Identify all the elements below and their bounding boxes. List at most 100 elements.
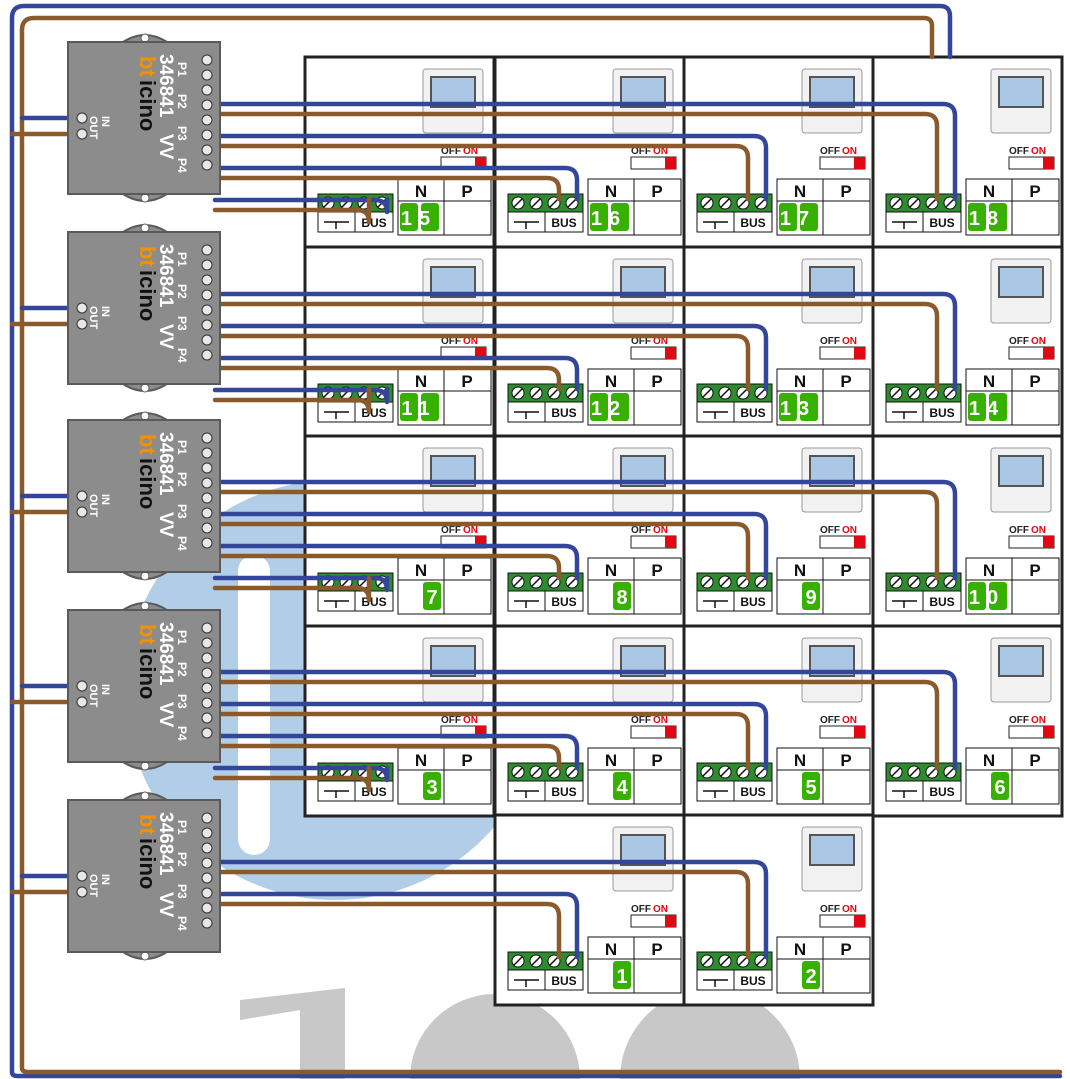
out-label: OUT	[87, 306, 99, 330]
terminal-slot	[909, 198, 919, 208]
port-label: P2	[175, 284, 189, 299]
bus-wire-blue	[212, 859, 769, 960]
terminal-slot	[702, 388, 712, 398]
port-screw	[201, 712, 213, 724]
switch-knob	[854, 347, 865, 359]
port-screw	[201, 682, 213, 694]
p-label: P	[840, 182, 851, 201]
mount-hole	[140, 761, 150, 771]
module-body	[67, 419, 221, 573]
bus-wire-brown	[212, 765, 372, 793]
p-label: P	[1029, 372, 1040, 391]
bus-label: BUS	[740, 406, 765, 420]
terminal-slot	[531, 388, 541, 398]
terminal-slot	[720, 388, 730, 398]
p-label: P	[651, 940, 662, 959]
in-out-screw	[76, 886, 88, 898]
terminal-slot	[567, 198, 577, 208]
switch-off-label: OFF	[631, 715, 651, 726]
port-label: P4	[175, 726, 189, 741]
in-label: IN	[99, 116, 111, 127]
bus-wire-blue	[212, 511, 769, 581]
n-label: N	[983, 751, 995, 770]
bus-label: BUS	[740, 595, 765, 609]
vv-label: VV	[155, 134, 176, 160]
unit-number: 5	[805, 777, 816, 799]
terminal-slot	[720, 577, 730, 587]
unit-number-cell	[590, 393, 608, 421]
n-label: N	[794, 940, 806, 959]
brand-prefix: bt	[135, 246, 160, 267]
switch-knob	[475, 536, 486, 548]
port-screw	[201, 842, 213, 854]
switch-on-label: ON	[1031, 525, 1046, 536]
in-out-screw	[76, 128, 88, 140]
port-screw	[201, 159, 213, 171]
terminal-slot	[567, 956, 577, 966]
bus-label-box	[922, 780, 962, 802]
n-label: N	[415, 751, 427, 770]
p-label: P	[461, 372, 472, 391]
terminal-slot	[513, 198, 523, 208]
out-label: OUT	[87, 684, 99, 708]
bus-label-box	[544, 780, 584, 802]
unit-number-cell	[423, 582, 441, 610]
n-label: N	[605, 182, 617, 201]
terminal-slot	[738, 388, 748, 398]
bus-wire-blue	[212, 196, 390, 215]
port-screw	[201, 697, 213, 709]
switch-on-label: ON	[463, 525, 478, 536]
switch-off-label: OFF	[1009, 715, 1029, 726]
switch-knob	[475, 726, 486, 738]
port-screw	[201, 84, 213, 96]
bus-wire-brown	[212, 679, 940, 771]
switch-knob	[854, 915, 865, 927]
in-out-screw	[76, 318, 88, 330]
bus-label-box	[544, 590, 584, 612]
bus-label-box	[733, 401, 773, 423]
terminal-slot	[909, 767, 919, 777]
unit-number-cell	[991, 772, 1009, 800]
terminal-slot	[738, 956, 748, 966]
switch-knob	[475, 157, 486, 169]
switch-off-label: OFF	[631, 336, 651, 347]
bus-wire-brown	[212, 575, 372, 603]
n-label: N	[605, 751, 617, 770]
brand-suffix: icino	[135, 270, 160, 321]
terminal-slot	[567, 388, 577, 398]
bus-label-box	[922, 211, 962, 233]
switch-knob	[1043, 726, 1054, 738]
n-label: N	[983, 182, 995, 201]
switch-knob	[665, 915, 676, 927]
terminal-slot	[531, 198, 541, 208]
terminal-slot	[738, 577, 748, 587]
port-screw	[201, 872, 213, 884]
port-screw	[201, 304, 213, 316]
bus-label: BUS	[740, 785, 765, 799]
terminal-slot	[909, 577, 919, 587]
switch-knob	[1043, 536, 1054, 548]
bus-wire-blue	[212, 543, 580, 581]
bus-label: BUS	[361, 595, 386, 609]
switch-on-label: ON	[1031, 336, 1046, 347]
n-label: N	[605, 372, 617, 391]
unit-number-cell	[802, 772, 820, 800]
switch-on-label: ON	[653, 715, 668, 726]
port-label: P2	[175, 94, 189, 109]
terminal-slot	[549, 198, 559, 208]
p-label: P	[840, 751, 851, 770]
port-label: P4	[175, 158, 189, 173]
p-label: P	[1029, 751, 1040, 770]
bus-label-box	[733, 211, 773, 233]
switch-off-label: OFF	[441, 525, 461, 536]
bus-label-box	[544, 401, 584, 423]
port-label: P4	[175, 536, 189, 551]
unit-number-cell	[989, 393, 1007, 421]
